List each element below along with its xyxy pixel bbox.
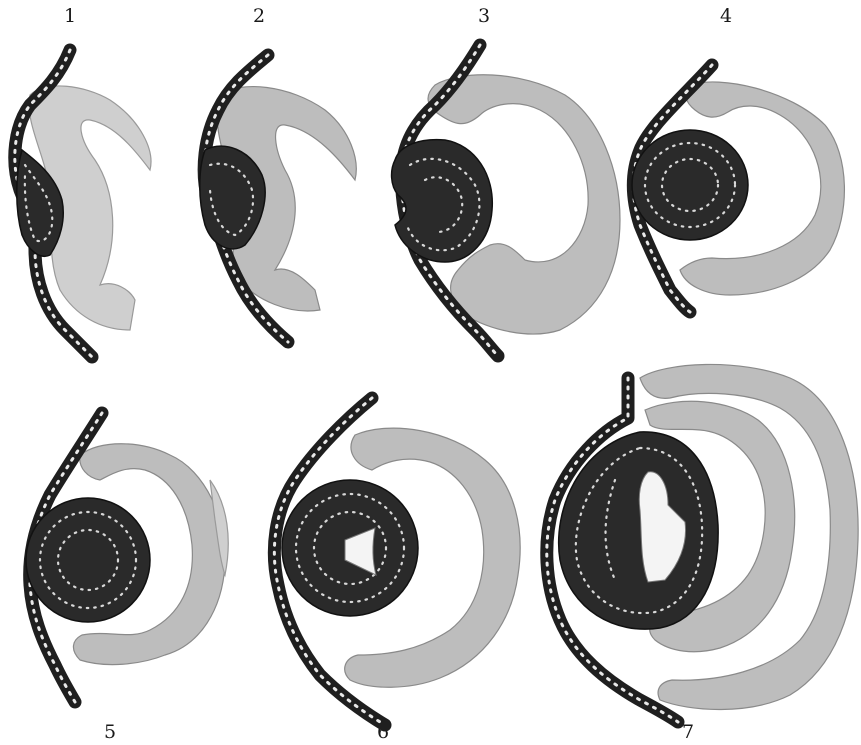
figure-number-1: 1 <box>64 5 76 27</box>
figure-number-4: 4 <box>720 5 732 27</box>
figure-number-5: 5 <box>104 721 116 743</box>
lens-vesicle-3 <box>392 140 493 262</box>
figure-4 <box>632 65 844 312</box>
figure-6 <box>274 398 520 725</box>
figure-number-2: 2 <box>253 5 265 27</box>
figure-1 <box>15 50 151 357</box>
figure-2 <box>200 55 357 342</box>
figure-3 <box>392 45 620 356</box>
lens-vesicle-4 <box>632 130 748 240</box>
figure-5 <box>26 413 228 702</box>
figure-7 <box>547 364 858 722</box>
figure-number-3: 3 <box>478 5 490 27</box>
lens-vesicle-5 <box>26 498 150 622</box>
